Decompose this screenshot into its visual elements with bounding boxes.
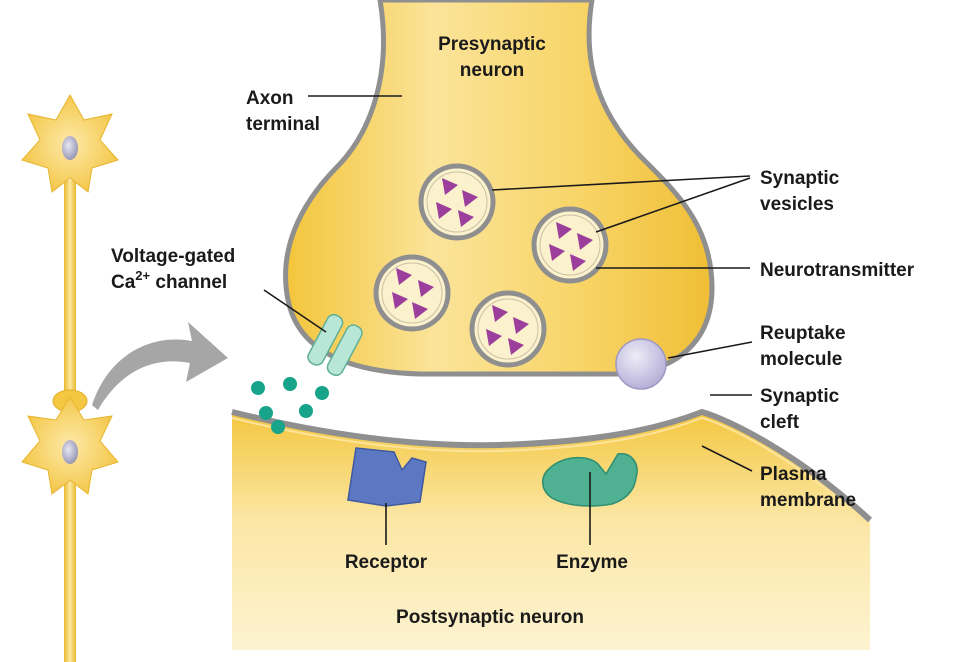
zoom-arrow-icon bbox=[92, 322, 228, 410]
calcium-ion bbox=[251, 381, 265, 395]
axon-terminal-label-line1: Axon bbox=[246, 88, 294, 109]
calcium-ion bbox=[271, 420, 285, 434]
synaptic-vesicle bbox=[373, 254, 451, 332]
reuptake-label-line1: Reuptake bbox=[760, 323, 846, 344]
synaptic-vesicle bbox=[469, 290, 547, 368]
plasma-membrane-label-line2: membrane bbox=[760, 490, 856, 511]
neuron-chain bbox=[21, 93, 119, 662]
voltage-gated-calcium-channel bbox=[307, 313, 363, 377]
enzyme-label: Enzyme bbox=[556, 552, 628, 573]
voltage-gated-label-line1: Voltage-gated bbox=[111, 246, 235, 267]
synaptic-vesicle bbox=[531, 206, 609, 284]
calcium-ion bbox=[259, 406, 273, 420]
reuptake-molecule bbox=[615, 338, 667, 390]
calcium-ion bbox=[283, 377, 297, 391]
calcium-ions bbox=[251, 377, 329, 434]
synaptic-vesicles-label-line1: Synaptic bbox=[760, 168, 840, 189]
neurotransmitter-label: Neurotransmitter bbox=[760, 260, 915, 281]
lower-neuron-nucleus bbox=[62, 440, 78, 464]
synaptic-cleft-label-line1: Synaptic bbox=[760, 386, 840, 407]
axon-terminal-label-line2: terminal bbox=[246, 114, 320, 135]
postsynaptic-plasma-membrane bbox=[231, 408, 873, 523]
synaptic-vesicles-label-line2: vesicles bbox=[760, 194, 834, 215]
receptor-label: Receptor bbox=[345, 552, 428, 573]
presynaptic-neuron-label-line1: Presynaptic bbox=[438, 34, 546, 55]
upper-neuron-nucleus bbox=[62, 136, 78, 160]
postsynaptic-neuron-label: Postsynaptic neuron bbox=[396, 607, 584, 628]
presynaptic-neuron-label-line2: neuron bbox=[460, 60, 524, 81]
calcium-ion bbox=[315, 386, 329, 400]
plasma-membrane-label-line1: Plasma bbox=[760, 464, 827, 485]
axon-segment-lower bbox=[64, 470, 76, 662]
axon-segment-upper bbox=[64, 180, 76, 402]
synaptic-cleft-label-line2: cleft bbox=[760, 412, 800, 433]
reuptake-label-line2: molecule bbox=[760, 349, 842, 370]
synaptic-vesicle bbox=[418, 163, 496, 241]
membrane-highlight bbox=[231, 416, 869, 527]
receptor-protein bbox=[347, 447, 427, 507]
leader-lines bbox=[263, 95, 753, 545]
voltage-gated-label-line2: Ca2+ channel bbox=[111, 268, 227, 293]
calcium-ion bbox=[299, 404, 313, 418]
